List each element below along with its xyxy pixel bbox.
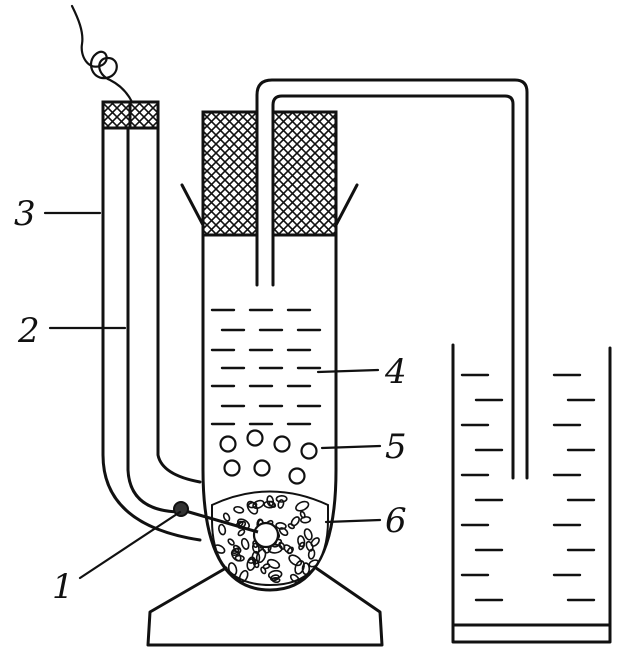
bubble bbox=[253, 459, 271, 477]
label-3: 3 bbox=[14, 194, 36, 234]
vessel-stand bbox=[146, 566, 384, 647]
granule bbox=[251, 550, 261, 565]
granule bbox=[218, 523, 227, 536]
label-2: 2 bbox=[17, 311, 40, 351]
wire-coil bbox=[70, 4, 134, 104]
granule bbox=[260, 566, 267, 575]
granule bbox=[266, 558, 281, 569]
granule bbox=[290, 516, 300, 527]
bubble bbox=[288, 467, 306, 485]
leader-4 bbox=[316, 368, 380, 374]
bubble bbox=[219, 435, 237, 453]
bubble bbox=[223, 459, 241, 477]
granule bbox=[227, 538, 235, 546]
granule bbox=[238, 569, 249, 583]
granule bbox=[289, 573, 300, 584]
label-4: 4 bbox=[384, 352, 407, 392]
granule bbox=[275, 494, 288, 503]
granule bbox=[277, 499, 285, 509]
granule bbox=[252, 499, 265, 510]
tube-plug bbox=[101, 100, 160, 130]
granule bbox=[288, 554, 303, 567]
granule bbox=[234, 554, 245, 562]
granule bbox=[237, 528, 246, 537]
granule bbox=[213, 544, 226, 554]
bent-tube-outer bbox=[101, 100, 202, 542]
bubble bbox=[246, 429, 264, 447]
label-5: 5 bbox=[385, 427, 407, 467]
granule bbox=[298, 541, 306, 551]
vessel-liquid bbox=[210, 308, 322, 426]
delivery-tube bbox=[255, 78, 529, 480]
label-6: 6 bbox=[385, 501, 407, 541]
granule bbox=[278, 527, 289, 537]
receiving-beaker bbox=[451, 343, 612, 644]
leader-1 bbox=[78, 510, 182, 580]
granule bbox=[233, 505, 245, 514]
granule bbox=[305, 540, 314, 552]
granular-filling bbox=[211, 490, 329, 587]
label-1: 1 bbox=[52, 567, 74, 607]
beaker-liquid bbox=[460, 373, 596, 602]
granule bbox=[269, 574, 280, 582]
bubble bbox=[300, 442, 318, 460]
granule bbox=[307, 548, 316, 560]
granule bbox=[240, 537, 250, 550]
granule bbox=[222, 512, 231, 522]
granule bbox=[227, 562, 238, 576]
granule bbox=[262, 563, 271, 570]
bent-tube-inner bbox=[126, 126, 184, 514]
granule bbox=[297, 535, 306, 548]
granule bbox=[299, 510, 306, 519]
leader-6 bbox=[324, 518, 382, 524]
granule bbox=[255, 548, 267, 564]
granule bbox=[295, 500, 310, 512]
granule bbox=[286, 546, 294, 555]
vessel-stopper bbox=[201, 106, 338, 286]
bubble bbox=[273, 435, 291, 453]
leader-5 bbox=[320, 444, 382, 450]
granule bbox=[266, 495, 275, 507]
granule bbox=[267, 569, 283, 580]
granule bbox=[303, 528, 313, 541]
granule bbox=[232, 544, 242, 554]
gas-bubbles bbox=[219, 429, 318, 485]
granule bbox=[294, 560, 305, 575]
granule bbox=[301, 562, 311, 576]
